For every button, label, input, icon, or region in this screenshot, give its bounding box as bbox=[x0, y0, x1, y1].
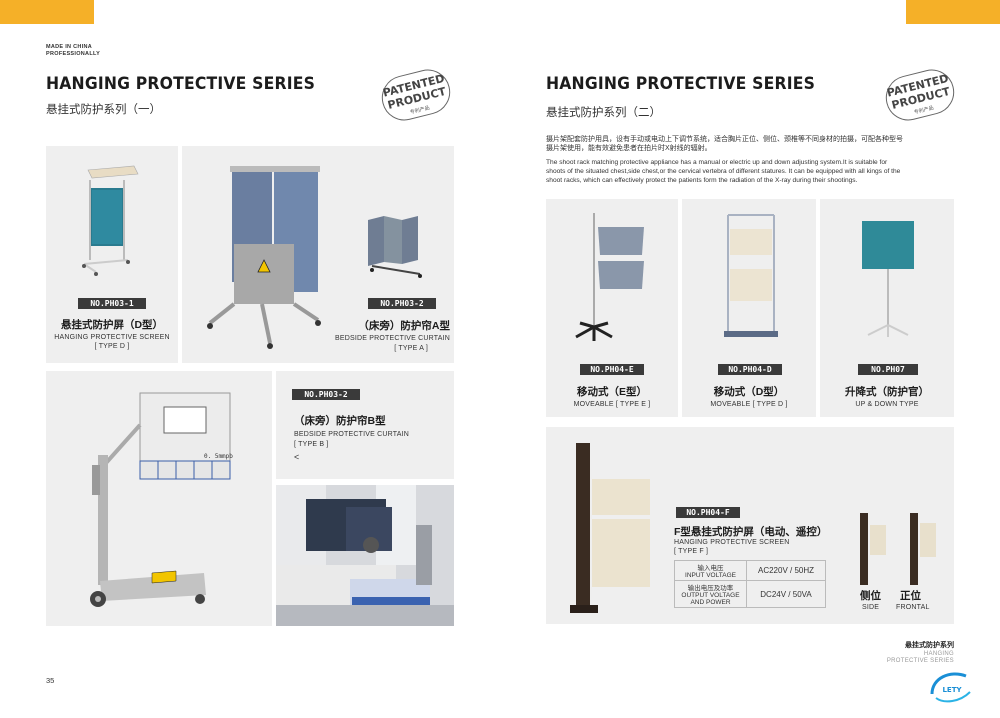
right-title: HANGING PROTECTIVE SERIES bbox=[546, 74, 816, 94]
code-ph03-1: NO.PH03-1 bbox=[78, 298, 146, 309]
side-cn: 侧位 bbox=[860, 590, 881, 602]
up-down-image bbox=[862, 221, 914, 337]
desc-en-line3: shoot racks, which can effectively prote… bbox=[546, 177, 858, 184]
right-subtitle: 悬挂式防护系列（二） bbox=[546, 107, 661, 119]
cn-ph07: 升降式（防护官） bbox=[845, 386, 929, 398]
top-left-tab bbox=[0, 0, 94, 24]
cn-ph04-f: F型悬挂式防护屏（电动、遥控） bbox=[674, 526, 828, 538]
en1-ph03-2b: BEDSIDE PROTECTIVE CURTAIN bbox=[294, 431, 410, 438]
folding-curtain-image bbox=[368, 216, 422, 278]
en-ph04-d: MOVEABLE [ TYPE D ] bbox=[710, 401, 788, 408]
protective-screen-d-image bbox=[82, 165, 139, 276]
code-ph04-e: NO.PH04-E bbox=[580, 364, 644, 375]
code-ph07: NO.PH07 bbox=[858, 364, 918, 375]
bedside-curtain-a-image bbox=[207, 166, 321, 349]
front-en: FRONTAL bbox=[896, 604, 930, 611]
en1-ph04-f: HANGING PROTECTIVE SCREEN bbox=[674, 539, 790, 546]
lead-equivalent-label: 0. 5mmpb bbox=[204, 453, 233, 460]
moveable-e-image bbox=[575, 213, 644, 341]
left-title: HANGING PROTECTIVE SERIES bbox=[46, 74, 316, 94]
hanging-screen-f-image bbox=[570, 443, 650, 613]
code-ph03-2a: NO.PH03-2 bbox=[368, 298, 436, 309]
footer-en2: PROTECTIVE SERIES bbox=[886, 658, 954, 664]
cn-ph03-2b: （床旁）防护帘B型 bbox=[294, 415, 386, 427]
patented-stamp-right: PATENTED PRODUCT 专利产品 bbox=[880, 65, 960, 130]
front-cn: 正位 bbox=[900, 590, 921, 602]
code-ph03-2b: NO.PH03-2 bbox=[292, 389, 360, 400]
stamp-cn: 专利产品 bbox=[409, 104, 430, 116]
page-number: 35 bbox=[46, 676, 55, 685]
panel-ph03-1: NO.PH03-1 悬挂式防护屏（D型） HANGING PROTECTIVE … bbox=[46, 146, 178, 363]
en2-ph04-f: [ TYPE F ] bbox=[674, 548, 709, 555]
moveable-d-image bbox=[724, 214, 778, 337]
side-en: SIDE bbox=[862, 604, 880, 611]
mark-ph03-2b: < bbox=[294, 452, 300, 462]
description-en: The shoot rack matching protective appli… bbox=[546, 158, 960, 185]
cn-ph04-e: 移动式（E型） bbox=[576, 386, 647, 398]
panel-ph04-e: NO.PH04-E 移动式（E型） MOVEABLE [ TYPE E ] bbox=[546, 199, 678, 417]
en1-ph03-2a: BEDSIDE PROTECTIVE CURTAIN bbox=[334, 335, 450, 342]
en2-ph03-2b: [ TYPE B ] bbox=[294, 441, 329, 448]
left-subtitle: 悬挂式防护系列（一） bbox=[46, 104, 161, 116]
top-right-tab bbox=[906, 0, 1000, 24]
footer-en1: HANGING bbox=[923, 651, 954, 657]
made-in-china: MADE IN CHINA bbox=[46, 44, 93, 50]
cn-ph03-1: 悬挂式防护屏（D型） bbox=[60, 319, 164, 331]
desc-en-line1: The shoot rack matching protective appli… bbox=[546, 159, 888, 166]
patented-stamp-left: PATENTED PRODUCT 专利产品 bbox=[376, 65, 456, 130]
panel-ph04-d: NO.PH04-D 移动式（D型） MOVEABLE [ TYPE D ] bbox=[682, 199, 816, 417]
side-frontal-image bbox=[860, 513, 936, 585]
logo-text: LETY bbox=[942, 686, 962, 694]
lety-logo: LETY bbox=[926, 666, 974, 711]
code-ph04-d: NO.PH04-D bbox=[718, 364, 782, 375]
panel-ph03-2a: NO.PH03-2 （床旁）防护帘A型 BEDSIDE PROTECTIVE C… bbox=[182, 146, 454, 363]
panel-ph03-2b-text: NO.PH03-2 （床旁）防护帘B型 BEDSIDE PROTECTIVE C… bbox=[276, 371, 454, 479]
description-cn: 摄片架配套防护用具，设有手动或电动上下调节系统，适合胸片正位、侧位、颈椎等不同身… bbox=[546, 135, 960, 153]
footer-cn: 悬挂式防护系列 bbox=[905, 642, 954, 649]
spec-value: AC220V / 50HZ bbox=[746, 560, 826, 581]
desc-en-line2: shoots of the situated chest,side chest,… bbox=[546, 168, 901, 175]
desc-cn-line1: 摄片架配套防护用具，设有手动或电动上下调节系统，适合胸片正位、侧位、颈椎等不同身… bbox=[546, 136, 903, 143]
en2-ph03-2a: [ TYPE A ] bbox=[394, 345, 428, 352]
spec-value: DC24V / 50VA bbox=[746, 580, 826, 608]
en-ph04-e: MOVEABLE [ TYPE E ] bbox=[573, 401, 651, 408]
panel-ph04-f: NO.PH04-F F型悬挂式防护屏（电动、遥控） HANGING PROTEC… bbox=[546, 427, 954, 624]
en2-ph03-1: [ TYPE D ] bbox=[94, 343, 130, 350]
cn-ph04-d: 移动式（D型） bbox=[713, 386, 785, 398]
desc-cn-line2: 摄片架使用，能有效避免患者在拍片时X射线的辐射。 bbox=[546, 145, 712, 152]
code-ph04-f: NO.PH04-F bbox=[676, 507, 740, 518]
panel-ph03-2b: 0. 5mmpb bbox=[46, 371, 272, 626]
stamp-cn: 专利产品 bbox=[913, 104, 934, 116]
panel-ph07: NO.PH07 升降式（防护官） UP & DOWN TYPE bbox=[820, 199, 954, 417]
professionally: PROFESSIONALLY bbox=[46, 51, 101, 57]
en-ph07: UP & DOWN TYPE bbox=[855, 401, 919, 408]
en1-ph03-1: HANGING PROTECTIVE SCREEN bbox=[54, 334, 170, 341]
cn-ph03-2a: （床旁）防护帘A型 bbox=[358, 320, 450, 332]
bedside-curtain-b-image: 0. 5mmpb bbox=[90, 392, 233, 607]
ward-photo bbox=[276, 485, 454, 626]
